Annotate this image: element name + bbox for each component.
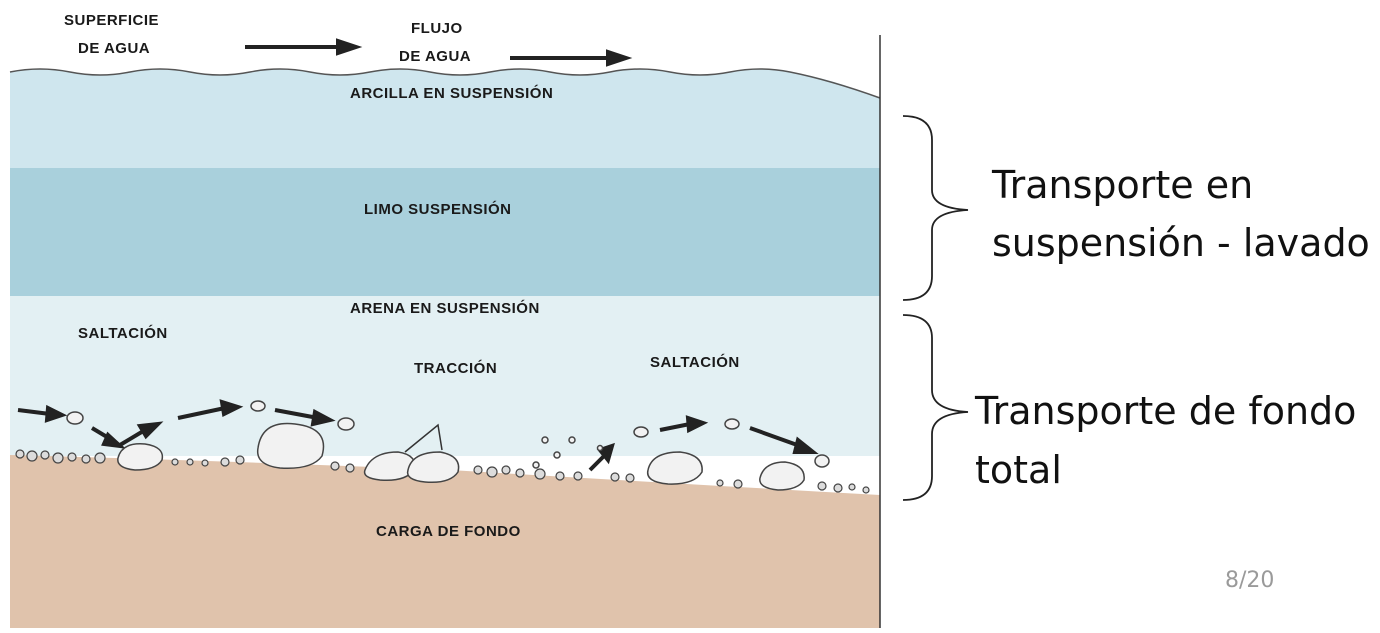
- traction-marker: [404, 423, 443, 453]
- surface-label-line2: DE AGUA: [78, 40, 151, 57]
- bed-transport-line2: total: [975, 448, 1062, 492]
- surface-label-line1: SUPERFICIE: [64, 12, 160, 29]
- brace-suspended-load: [902, 115, 969, 301]
- flow-label-line1: FLUJO: [411, 20, 463, 37]
- sediment-bed: [10, 455, 880, 628]
- bed-load-label: CARGA DE FONDO: [376, 523, 521, 540]
- brace-bed-load: [902, 314, 969, 501]
- sediment-particles: [66, 400, 830, 491]
- saltation-arrows: [17, 399, 819, 472]
- flow-label-line2: DE AGUA: [399, 48, 472, 65]
- clay-suspension-label: ARCILLA EN SUSPENSIÓN: [350, 85, 554, 102]
- water-surface-line: [9, 68, 881, 99]
- saltation-left-label: SALTACIÓN: [78, 325, 168, 342]
- saltation-right-label: SALTACIÓN: [650, 354, 740, 371]
- silt-suspension-band: [10, 168, 880, 296]
- flow-arrows: [245, 38, 633, 67]
- silt-suspension-label: LIMO SUSPENSIÓN: [364, 201, 512, 218]
- suspended-transport-line2: suspensión - lavado: [992, 221, 1370, 265]
- sand-suspension-label: ARENA EN SUSPENSIÓN: [350, 300, 540, 317]
- page-number: 8/20: [1225, 568, 1275, 593]
- bed-transport-line1: Transporte de fondo: [975, 389, 1357, 433]
- traction-label: TRACCIÓN: [414, 360, 498, 377]
- bed-gravel: [15, 449, 870, 494]
- suspended-transport-line1: Transporte en: [992, 163, 1254, 207]
